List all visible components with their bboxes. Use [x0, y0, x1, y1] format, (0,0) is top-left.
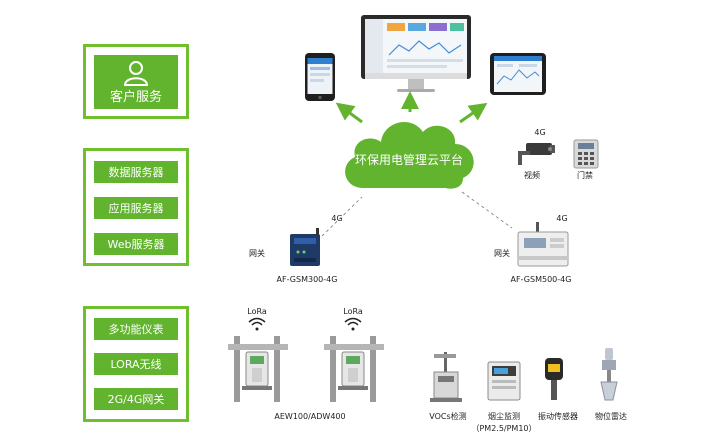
meter-model-label: AEW100/ADW400	[274, 412, 346, 421]
device-panel: 多功能仪表 LORA无线 2G/4G网关	[83, 306, 189, 422]
wifi-signal-icon-1	[248, 317, 266, 331]
access-control-label: 门禁	[577, 171, 593, 180]
tablet-icon	[490, 53, 546, 95]
server-panel: 数据服务器 应用服务器 Web服务器	[83, 148, 189, 266]
web-server-item[interactable]: Web服务器	[94, 233, 178, 255]
sensor-label-dust: 烟尘监测	[488, 412, 520, 421]
access-control-icon	[573, 139, 599, 169]
level-radar-icon	[600, 348, 618, 401]
gsm300-model-label: AF-GSM300-4G	[276, 275, 338, 284]
vocs-detector-icon	[430, 352, 462, 402]
cloud-platform-label: 环保用电管理云平台	[354, 153, 463, 167]
camera-icon	[518, 143, 555, 165]
meter-assembly-2	[324, 336, 384, 402]
app-server-item[interactable]: 应用服务器	[94, 197, 178, 219]
sensor-sub-dust: （PM2.5/PM10）	[471, 424, 537, 433]
lora-label-1: LoRa	[247, 307, 267, 316]
wifi-signal-icon-2	[344, 317, 362, 331]
customer-service-panel: 客户服务	[83, 44, 189, 119]
customer-service-label: 客户服务	[109, 89, 162, 105]
sensor-label-vibration: 振动传感器	[538, 412, 578, 421]
right-gateway-side-label: 网关	[494, 249, 510, 258]
gsm500-model-label: AF-GSM500-4G	[510, 275, 572, 284]
gateway-gsm500-icon	[517, 222, 569, 267]
sensor-label-vocs: VOCs检测	[429, 412, 467, 421]
camera-4g-label: 4G	[534, 128, 546, 137]
cloud-shape	[345, 121, 474, 189]
gateway-gsm300-icon	[290, 228, 320, 266]
gateway-side-label: 网关	[249, 249, 265, 258]
sensor-label-radar: 物位雷达	[595, 412, 627, 421]
customer-service-button[interactable]: 客户服务	[94, 55, 178, 109]
monitor-icon	[361, 15, 471, 92]
phone-icon	[305, 53, 335, 101]
left-gateway-4g-label: 4G	[331, 214, 343, 223]
gateway-2g4g-item[interactable]: 2G/4G网关	[94, 388, 178, 410]
video-label: 视频	[524, 171, 540, 180]
multifunction-meter-item[interactable]: 多功能仪表	[94, 318, 178, 340]
right-gateway-4g-label: 4G	[556, 214, 568, 223]
meter-assembly-1	[228, 336, 288, 402]
lora-label-2: LoRa	[343, 307, 363, 316]
data-server-item[interactable]: 数据服务器	[94, 161, 178, 183]
dust-monitor-icon	[487, 361, 521, 401]
vibration-sensor-icon	[545, 358, 563, 400]
lora-wireless-item[interactable]: LORA无线	[94, 353, 178, 375]
user-icon	[123, 60, 149, 86]
